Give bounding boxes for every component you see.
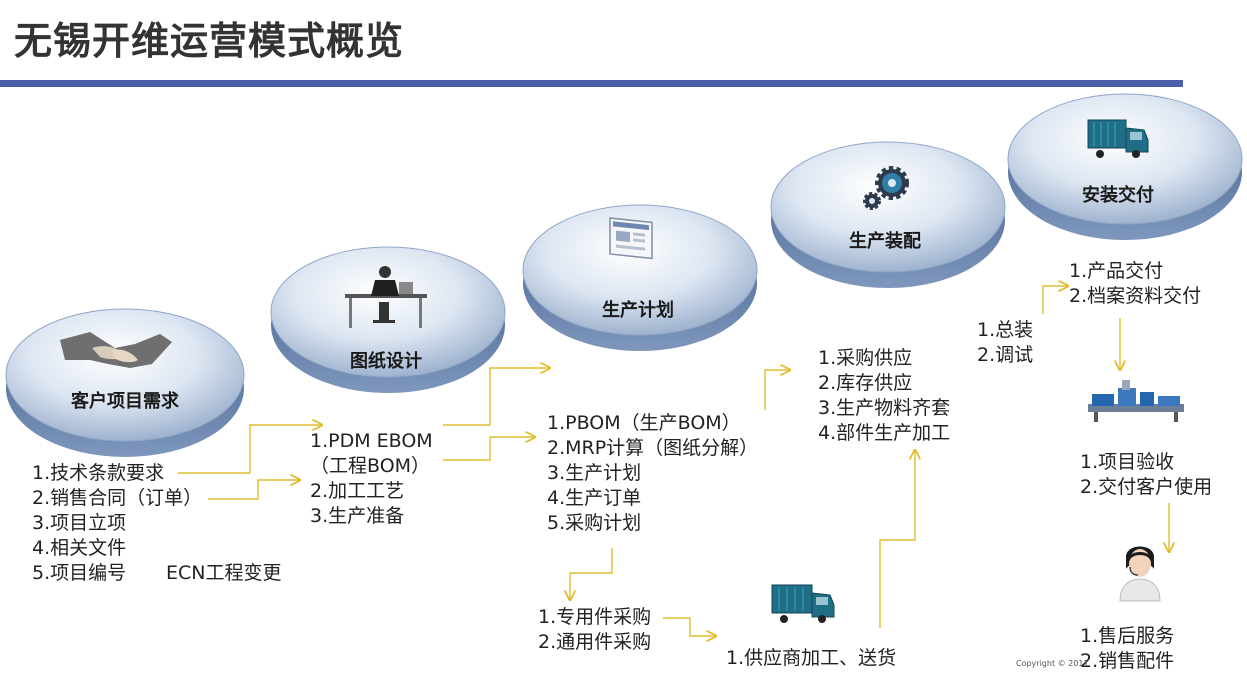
designer-desk-icon — [345, 266, 427, 328]
delivery-list: 1.产品交付 2.档案资料交付 — [1069, 259, 1201, 309]
document-window-icon — [609, 217, 653, 260]
stage-label-design: 图纸设计 — [350, 351, 422, 372]
list-item: （工程BOM） — [310, 455, 431, 477]
list-item: 2.通用件采购 — [538, 631, 652, 653]
list-item: 2.销售合同（订单） — [32, 487, 203, 509]
stage-disc-customer — [5, 308, 245, 457]
stage-label-assembly: 生产装配 — [849, 231, 921, 252]
gears-icon — [863, 166, 909, 210]
ecn-label: ECN工程变更 — [166, 562, 282, 584]
design-list: 1.PDM EBOM （工程BOM） 2.加工工艺 3.生产准备 — [310, 429, 433, 529]
arrow-install-to-delivery — [1042, 286, 1068, 314]
production-line-icon — [1088, 380, 1184, 422]
list-item: 4.相关文件 — [32, 537, 127, 559]
arrow-plan-to-purchase — [570, 548, 613, 600]
arrow-customer-to-design-2 — [208, 480, 300, 500]
stage-label-plan: 生产计划 — [602, 300, 674, 321]
supplier-truck-icon — [771, 584, 835, 623]
stage-disc-plan — [522, 204, 758, 351]
list-item: 2.档案资料交付 — [1069, 285, 1202, 307]
list-item: 2.加工工艺 — [310, 480, 405, 502]
list-item: 1.PDM EBOM — [310, 430, 433, 452]
purchase-list: 1.专用件采购 2.通用件采购 — [538, 605, 651, 655]
stage-disc-install — [1007, 93, 1243, 240]
stage-label-install: 安装交付 — [1082, 185, 1154, 206]
list-item: 5.项目编号 — [32, 562, 127, 584]
list-item: 1.总装 — [977, 319, 1034, 341]
list-item: 1.技术条款要求 — [32, 462, 165, 484]
customer-requirements-list: 1.技术条款要求 2.销售合同（订单） 3.项目立项 4.相关文件 5.项目编号 — [32, 461, 202, 586]
arrow-customer-to-design-1 — [178, 425, 322, 474]
arrow-design-to-plan-1 — [443, 368, 550, 426]
list-item: 1.售后服务 — [1080, 625, 1175, 647]
service-list: 1.售后服务 2.销售配件 — [1080, 624, 1174, 674]
list-item: 2.销售配件 — [1080, 650, 1175, 672]
list-item: 2.调试 — [977, 344, 1034, 366]
list-item: 2.交付客户使用 — [1080, 476, 1213, 498]
title-underline — [0, 80, 1183, 87]
supplier-label: 1.供应商加工、送货 — [726, 647, 897, 669]
install-list: 1.总装 2.调试 — [977, 318, 1033, 368]
list-item: 3.生产计划 — [547, 462, 642, 484]
list-item: 3.生产物料齐套 — [818, 397, 951, 419]
arrow-purchase-to-supplier — [663, 617, 716, 636]
copyright-text: Copyright © 2011 — [1016, 659, 1089, 668]
list-item: 1.产品交付 — [1069, 260, 1164, 282]
customer-service-icon — [1119, 546, 1161, 602]
list-item: 4.生产订单 — [547, 487, 642, 509]
assembly-list: 1.采购供应 2.库存供应 3.生产物料齐套 4.部件生产加工 — [818, 346, 950, 446]
page-title: 无锡开维运营模式概览 — [14, 19, 405, 63]
handshake-icon — [60, 332, 172, 368]
stage-disc-assembly — [770, 141, 1006, 288]
arrow-supplier-to-assembly — [879, 450, 915, 628]
list-item: 1.专用件采购 — [538, 606, 652, 628]
list-item: 1.项目验收 — [1080, 451, 1175, 473]
list-item: 1.PBOM（生产BOM） — [547, 412, 741, 434]
list-item: 1.采购供应 — [818, 347, 913, 369]
truck-icon — [1087, 119, 1149, 158]
list-item: 3.生产准备 — [310, 505, 405, 527]
arrow-plan-to-assembly — [764, 370, 790, 410]
arrow-design-to-plan-2 — [443, 437, 535, 461]
stage-label-customer: 客户项目需求 — [71, 391, 179, 412]
list-item: 2.MRP计算（图纸分解） — [547, 437, 759, 459]
list-item: 5.采购计划 — [547, 512, 642, 534]
list-item: 4.部件生产加工 — [818, 422, 951, 444]
acceptance-list: 1.项目验收 2.交付客户使用 — [1080, 450, 1212, 500]
list-item: 3.项目立项 — [32, 512, 127, 534]
list-item: 2.库存供应 — [818, 372, 913, 394]
production-plan-list: 1.PBOM（生产BOM） 2.MRP计算（图纸分解） 3.生产计划 4.生产订… — [547, 411, 758, 536]
